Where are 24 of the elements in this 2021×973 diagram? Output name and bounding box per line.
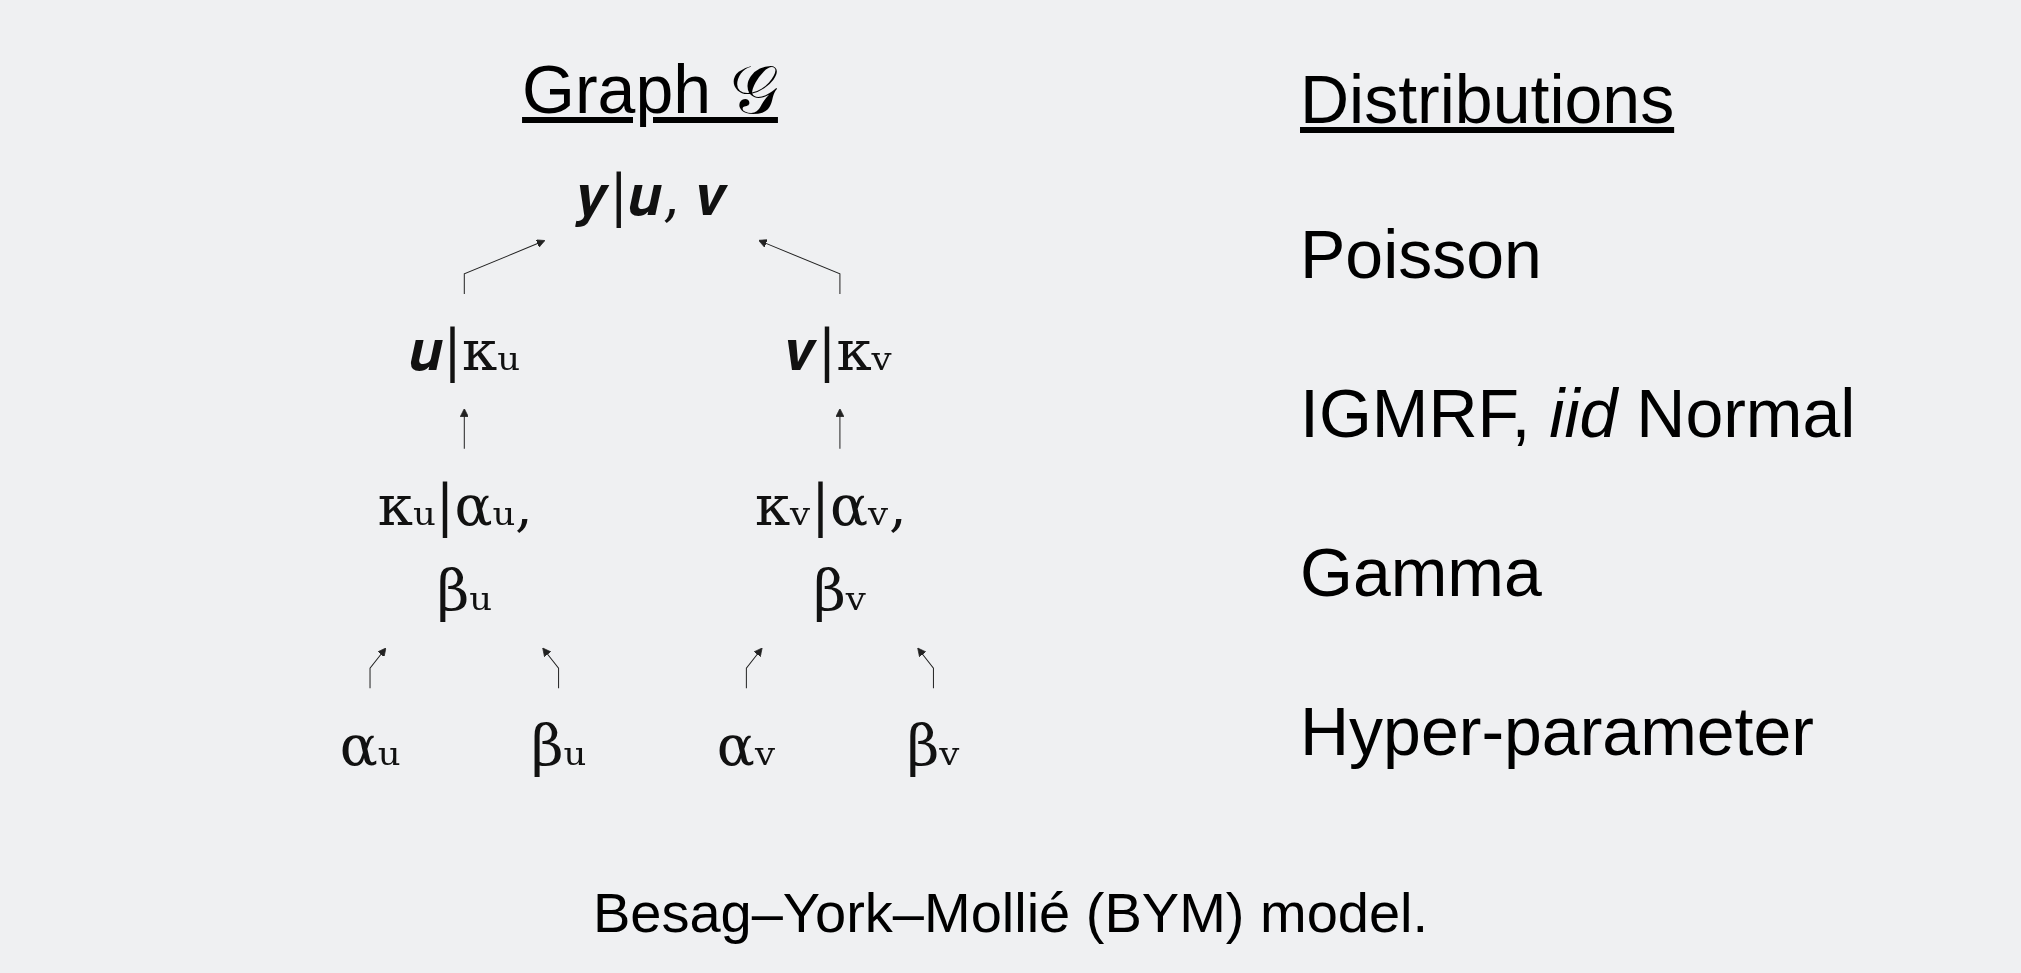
- node-text: 𝒚|𝒖, 𝒗: [575, 163, 729, 229]
- arrow: [835, 408, 845, 450]
- arrow: [917, 647, 934, 689]
- node-text: βᵥ: [906, 712, 961, 778]
- node-text: 𝒖|κᵤ: [408, 318, 520, 384]
- node-text: κᵤ|αᵤ, βᵤ: [377, 473, 533, 623]
- arrow: [463, 239, 546, 295]
- distribution-label: Poisson: [1300, 216, 1542, 293]
- distribution-label: Gamma: [1300, 534, 1542, 611]
- node-text: αᵥ: [716, 712, 776, 778]
- column-heading: Distributions: [1300, 61, 1675, 137]
- graph-heading: Graph 𝒢: [522, 50, 778, 129]
- caption: Besag–York–Mollié (BYM) model.: [592, 881, 1429, 944]
- distribution-label: IGMRF, iid Normal: [1300, 375, 1856, 452]
- arrow: [745, 647, 763, 689]
- node-text: βᵤ: [531, 712, 587, 778]
- arrow: [758, 239, 841, 295]
- arrow: [459, 408, 469, 450]
- distribution-label: Hyper-parameter: [1300, 693, 1814, 770]
- node-text: αᵤ: [339, 712, 401, 778]
- arrow: [369, 647, 387, 689]
- node-text: κᵥ|αᵥ, βᵥ: [754, 473, 908, 623]
- node-text: 𝒗|κᵥ: [787, 318, 893, 384]
- arrow: [542, 647, 560, 689]
